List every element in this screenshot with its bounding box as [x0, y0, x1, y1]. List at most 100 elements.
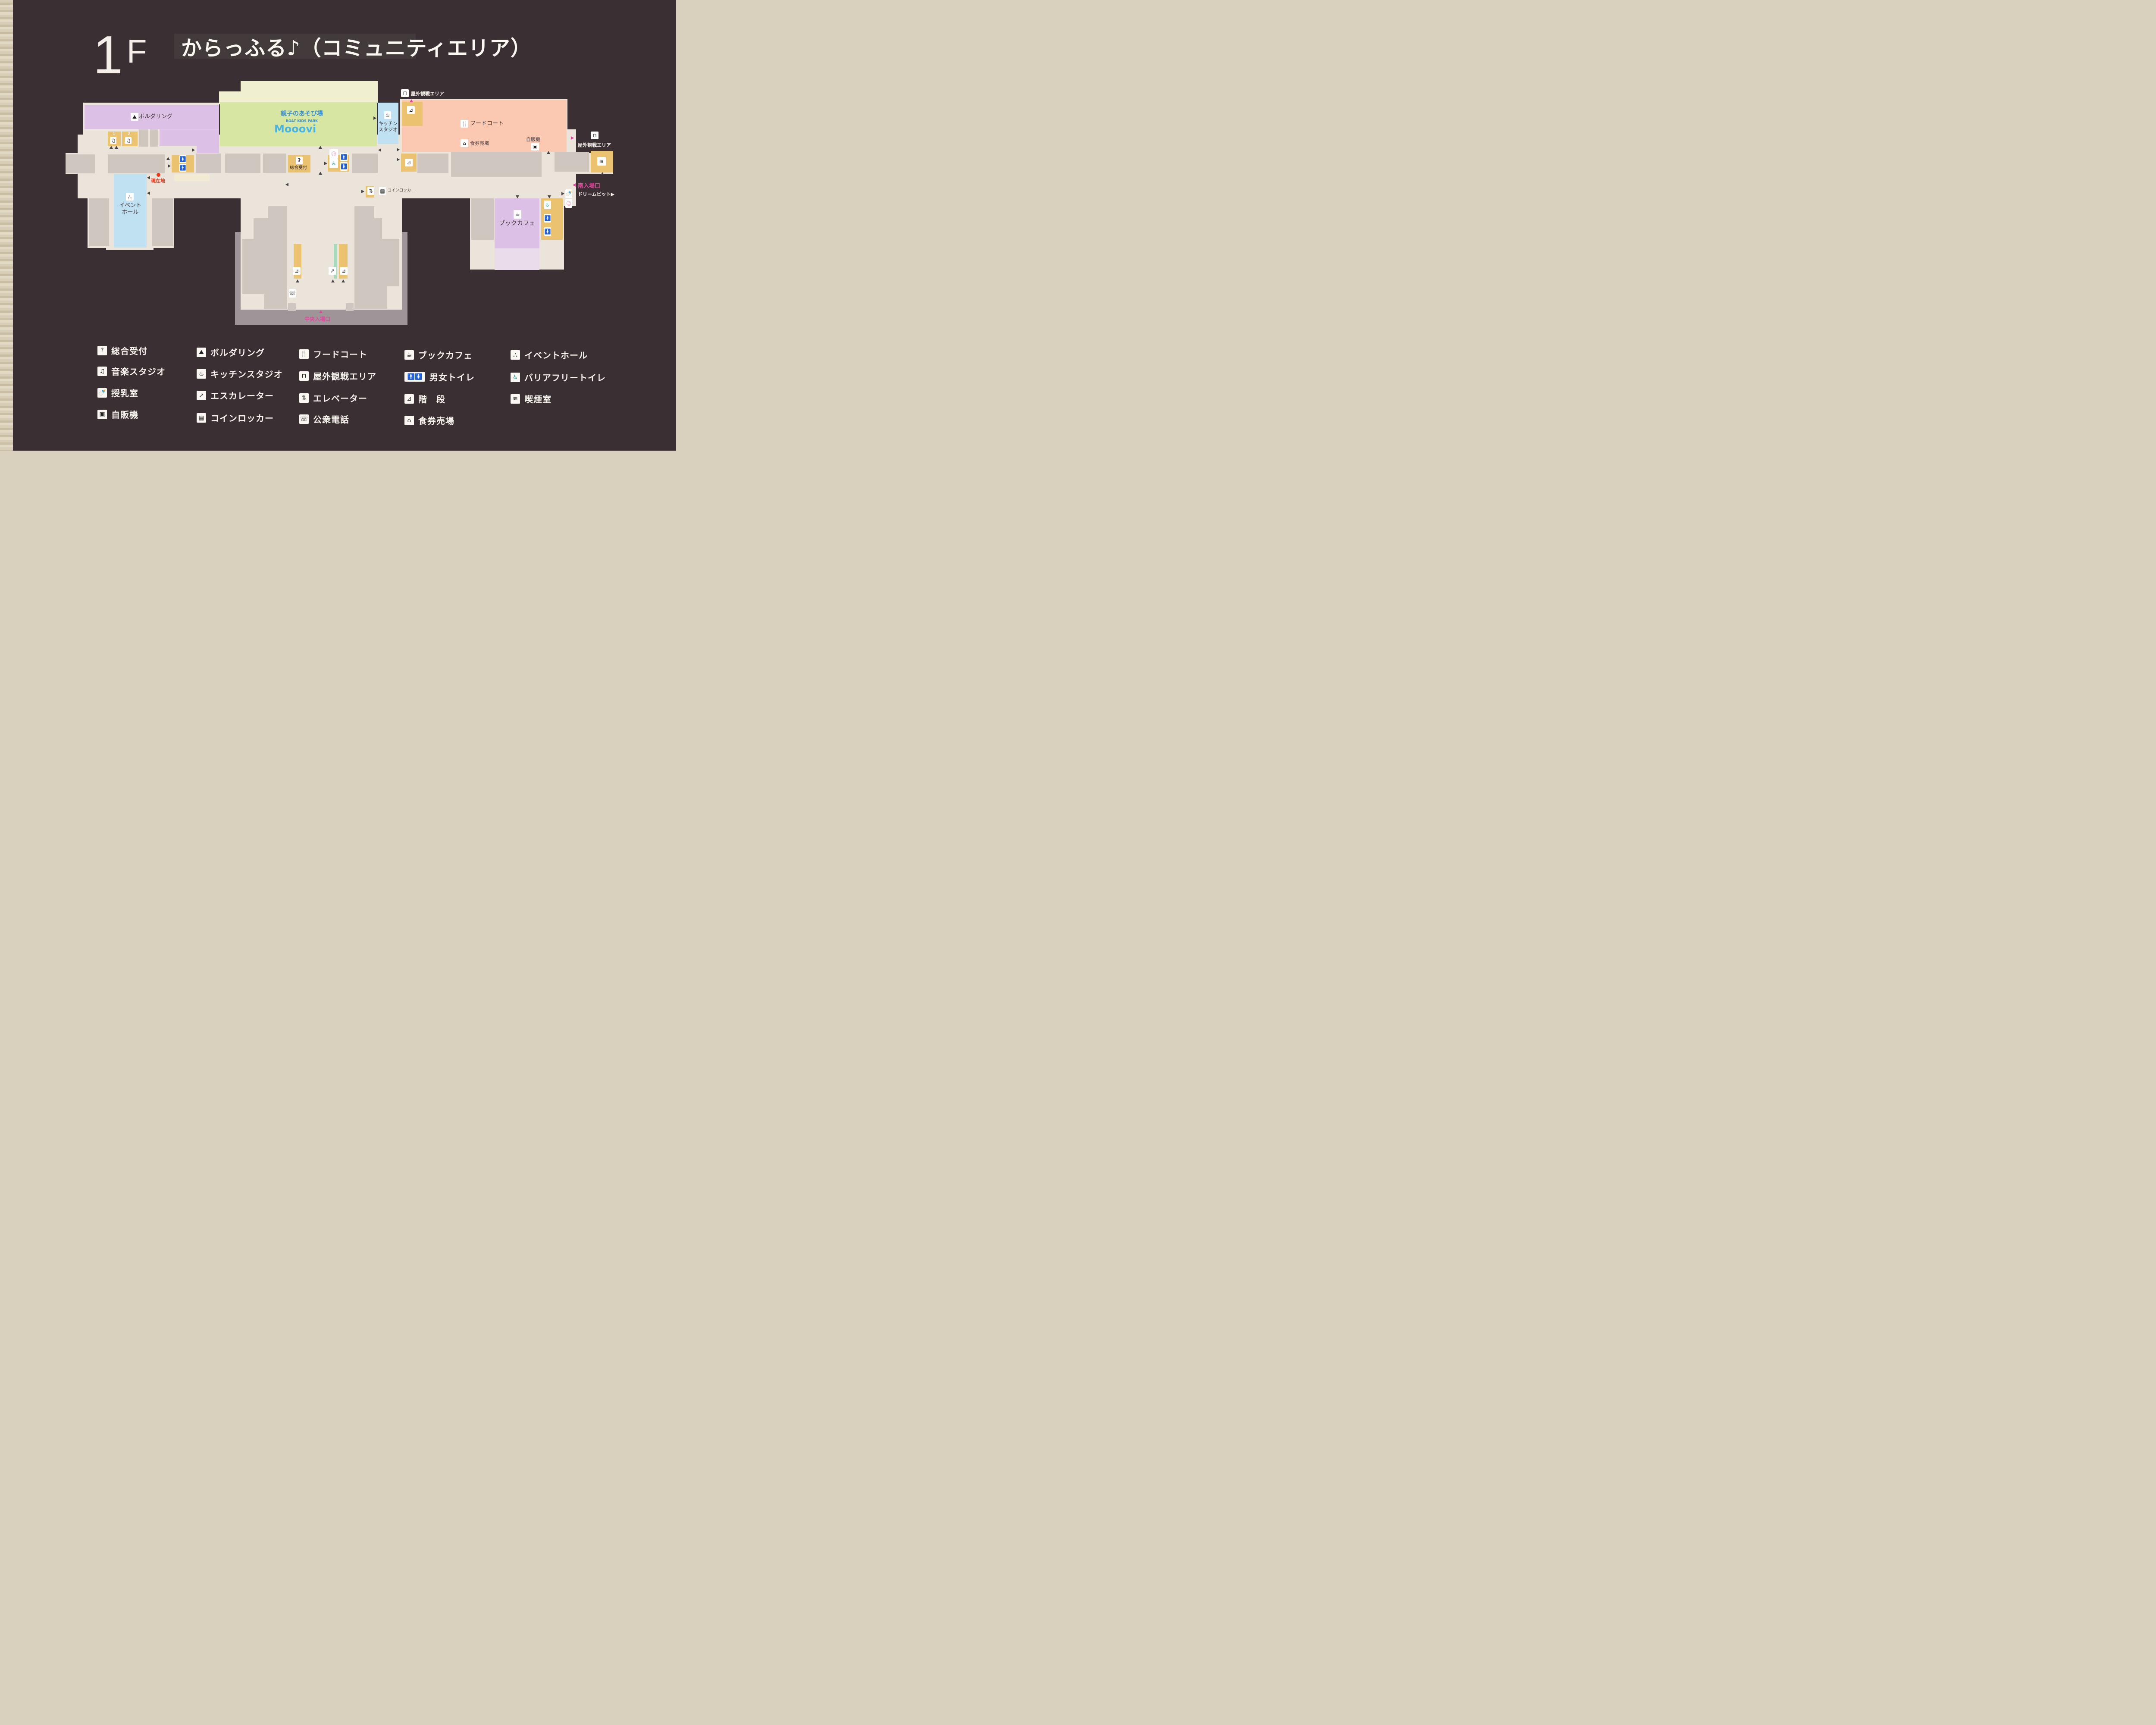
woman-restroom-icon: 🚺 — [340, 162, 348, 171]
floor-suffix: F — [127, 33, 147, 70]
outdoor-viewing-icon: ⊓ — [299, 371, 309, 381]
book-cafe-annex — [495, 248, 539, 270]
stairs-icon: ⊿ — [340, 267, 348, 275]
title-band — [174, 34, 416, 59]
legend-item-outdoor-viewing: ⊓ 屋外観戦エリア — [299, 370, 376, 382]
information-label: 総合受付 — [290, 166, 307, 170]
info-icon: ? — [97, 345, 107, 355]
legend-item-restroom: 🚹🚺 男女トイレ — [404, 370, 475, 383]
outdoor-viewing-icon: ⊓ — [591, 132, 599, 139]
vending-machine-icon: ▣ — [531, 143, 539, 151]
stairs-icon: ⊿ — [405, 159, 413, 166]
kitchen-studio-label-1: キッチン — [379, 121, 398, 126]
outdoor-viewing-arrow-icon — [410, 99, 413, 102]
tenant-block — [354, 218, 382, 239]
door-arrow-icon — [319, 146, 322, 149]
event-hall-icon: ⛬ — [511, 350, 520, 360]
outdoor-viewing-label-right: 屋外観戦エリア — [578, 142, 611, 148]
event-hall-area[interactable] — [114, 174, 147, 248]
legend-item-vending: ▣ 自販機 — [97, 408, 138, 420]
central-entrance-label[interactable]: 中央入場口 — [304, 316, 331, 322]
south-entrance-label[interactable]: 南入場口 — [578, 183, 601, 189]
legend-item-music-studio: ♫ 音楽スタジオ — [97, 365, 166, 377]
tenant-block — [555, 152, 589, 172]
food-court-area[interactable] — [402, 100, 567, 152]
legend-item-escalator: ↗ エスカレーター — [197, 389, 274, 401]
door-arrow-icon — [324, 162, 327, 165]
nursing-bottle-icon: 🍼 — [97, 388, 107, 398]
tenant-block — [139, 129, 148, 147]
door-arrow-icon — [319, 172, 322, 175]
coin-locker-icon: ▤ — [197, 413, 206, 423]
legend-item-smoking-room: ≋ 喫煙室 — [511, 392, 552, 405]
current-location-pin — [157, 173, 160, 177]
floor-number: 1 — [93, 25, 123, 85]
door-arrow-icon — [397, 158, 400, 161]
escalator[interactable] — [334, 244, 337, 279]
legend-item-food-court: 🍴 フードコート — [299, 348, 367, 360]
elevator-icon: ⇅ — [367, 187, 374, 195]
bouldering-label: ボルダリング — [139, 113, 173, 120]
tenant-block — [89, 198, 109, 246]
legend-item-nursing-room: 🍼 授乳室 — [97, 386, 138, 399]
nursing-room-icon: 🍼 — [565, 189, 572, 198]
food-court-label: フードコート — [470, 120, 504, 127]
outdoor-viewing-icon: ⊓ — [401, 89, 409, 97]
tenant-block — [66, 154, 95, 173]
legend-item-stairs: ⊿ 階 段 — [404, 392, 445, 405]
music-studio-icon: ♫ — [110, 137, 116, 144]
door-arrow-icon — [168, 164, 171, 168]
kids-park-subtitle: BOAT KIDS PARK — [285, 119, 318, 123]
vending-machine-icon: ▣ — [97, 409, 107, 419]
tenant-block — [150, 129, 158, 147]
tenant-block — [354, 206, 374, 218]
current-location-label: 現在地 — [151, 178, 165, 184]
tenant-block — [354, 239, 399, 286]
tenant-block — [152, 198, 173, 246]
door-arrow-icon — [147, 176, 150, 179]
bouldering-annex — [160, 129, 197, 146]
bouldering-area[interactable] — [85, 105, 219, 129]
escalator-icon: ↗ — [197, 390, 206, 400]
legend-item-kitchen-studio: ♨ キッチンスタジオ — [197, 367, 283, 380]
elevator-icon: ⇅ — [299, 393, 309, 403]
door-arrow-icon — [361, 190, 364, 193]
kids-park-area[interactable] — [220, 102, 377, 146]
tenant-block — [263, 154, 286, 173]
music-studio-1-number: 1 — [113, 132, 116, 136]
chef-hat-icon: ♨ — [197, 369, 206, 379]
stairs-north[interactable] — [402, 102, 423, 126]
stairs-icon: ⊿ — [293, 267, 301, 275]
legend-item-elevator: ⇅ エレベーター — [299, 392, 367, 404]
man-woman-restroom-icon: 🚹🚺 — [404, 372, 425, 382]
kitchen-studio-area[interactable] — [378, 103, 398, 144]
tenant-block — [242, 239, 287, 294]
legend-item-barrier-free-restroom: ♿ バリアフリートイレ — [511, 371, 606, 383]
escalator-icon: ↗ — [329, 267, 336, 275]
central-entrance-arrow-icon — [319, 310, 323, 313]
dream-pit-link[interactable]: ドリームピット▶ — [578, 191, 615, 197]
door-arrow-icon — [548, 195, 551, 198]
wheelchair-icon: ♿ — [544, 201, 551, 209]
tenant-block — [451, 149, 542, 177]
woman-restroom-icon: 🚺 — [544, 227, 551, 236]
info-icon: ? — [296, 157, 303, 164]
outdoor-viewing-label-top: 屋外観戦エリア — [411, 91, 444, 97]
legend-item-public-phone: ☏ 公衆電話 — [299, 413, 349, 425]
door-arrow-icon — [192, 148, 195, 152]
ticket-counter-icon: ⌂ — [404, 415, 414, 425]
kids-park-logo: Mooovi — [274, 123, 317, 135]
book-cafe-area[interactable] — [495, 198, 539, 248]
kiosk-counter — [174, 174, 210, 181]
public-phone-icon: ☏ — [289, 289, 296, 298]
wheelchair-icon: ♿ — [511, 372, 520, 382]
man-restroom-icon: 🚹 — [179, 164, 186, 172]
kitchen-icon: ♨ — [384, 111, 391, 119]
door-arrow-icon — [561, 192, 564, 195]
legend-item-ticket-counter: ⌂ 食券売場 — [404, 414, 454, 427]
door-arrow-icon — [166, 157, 170, 160]
door-arrow-icon — [331, 279, 335, 282]
event-hall-label-2: ホール — [122, 209, 139, 216]
bouldering-annex-2 — [197, 129, 219, 153]
corridor-east-notch — [565, 129, 576, 155]
